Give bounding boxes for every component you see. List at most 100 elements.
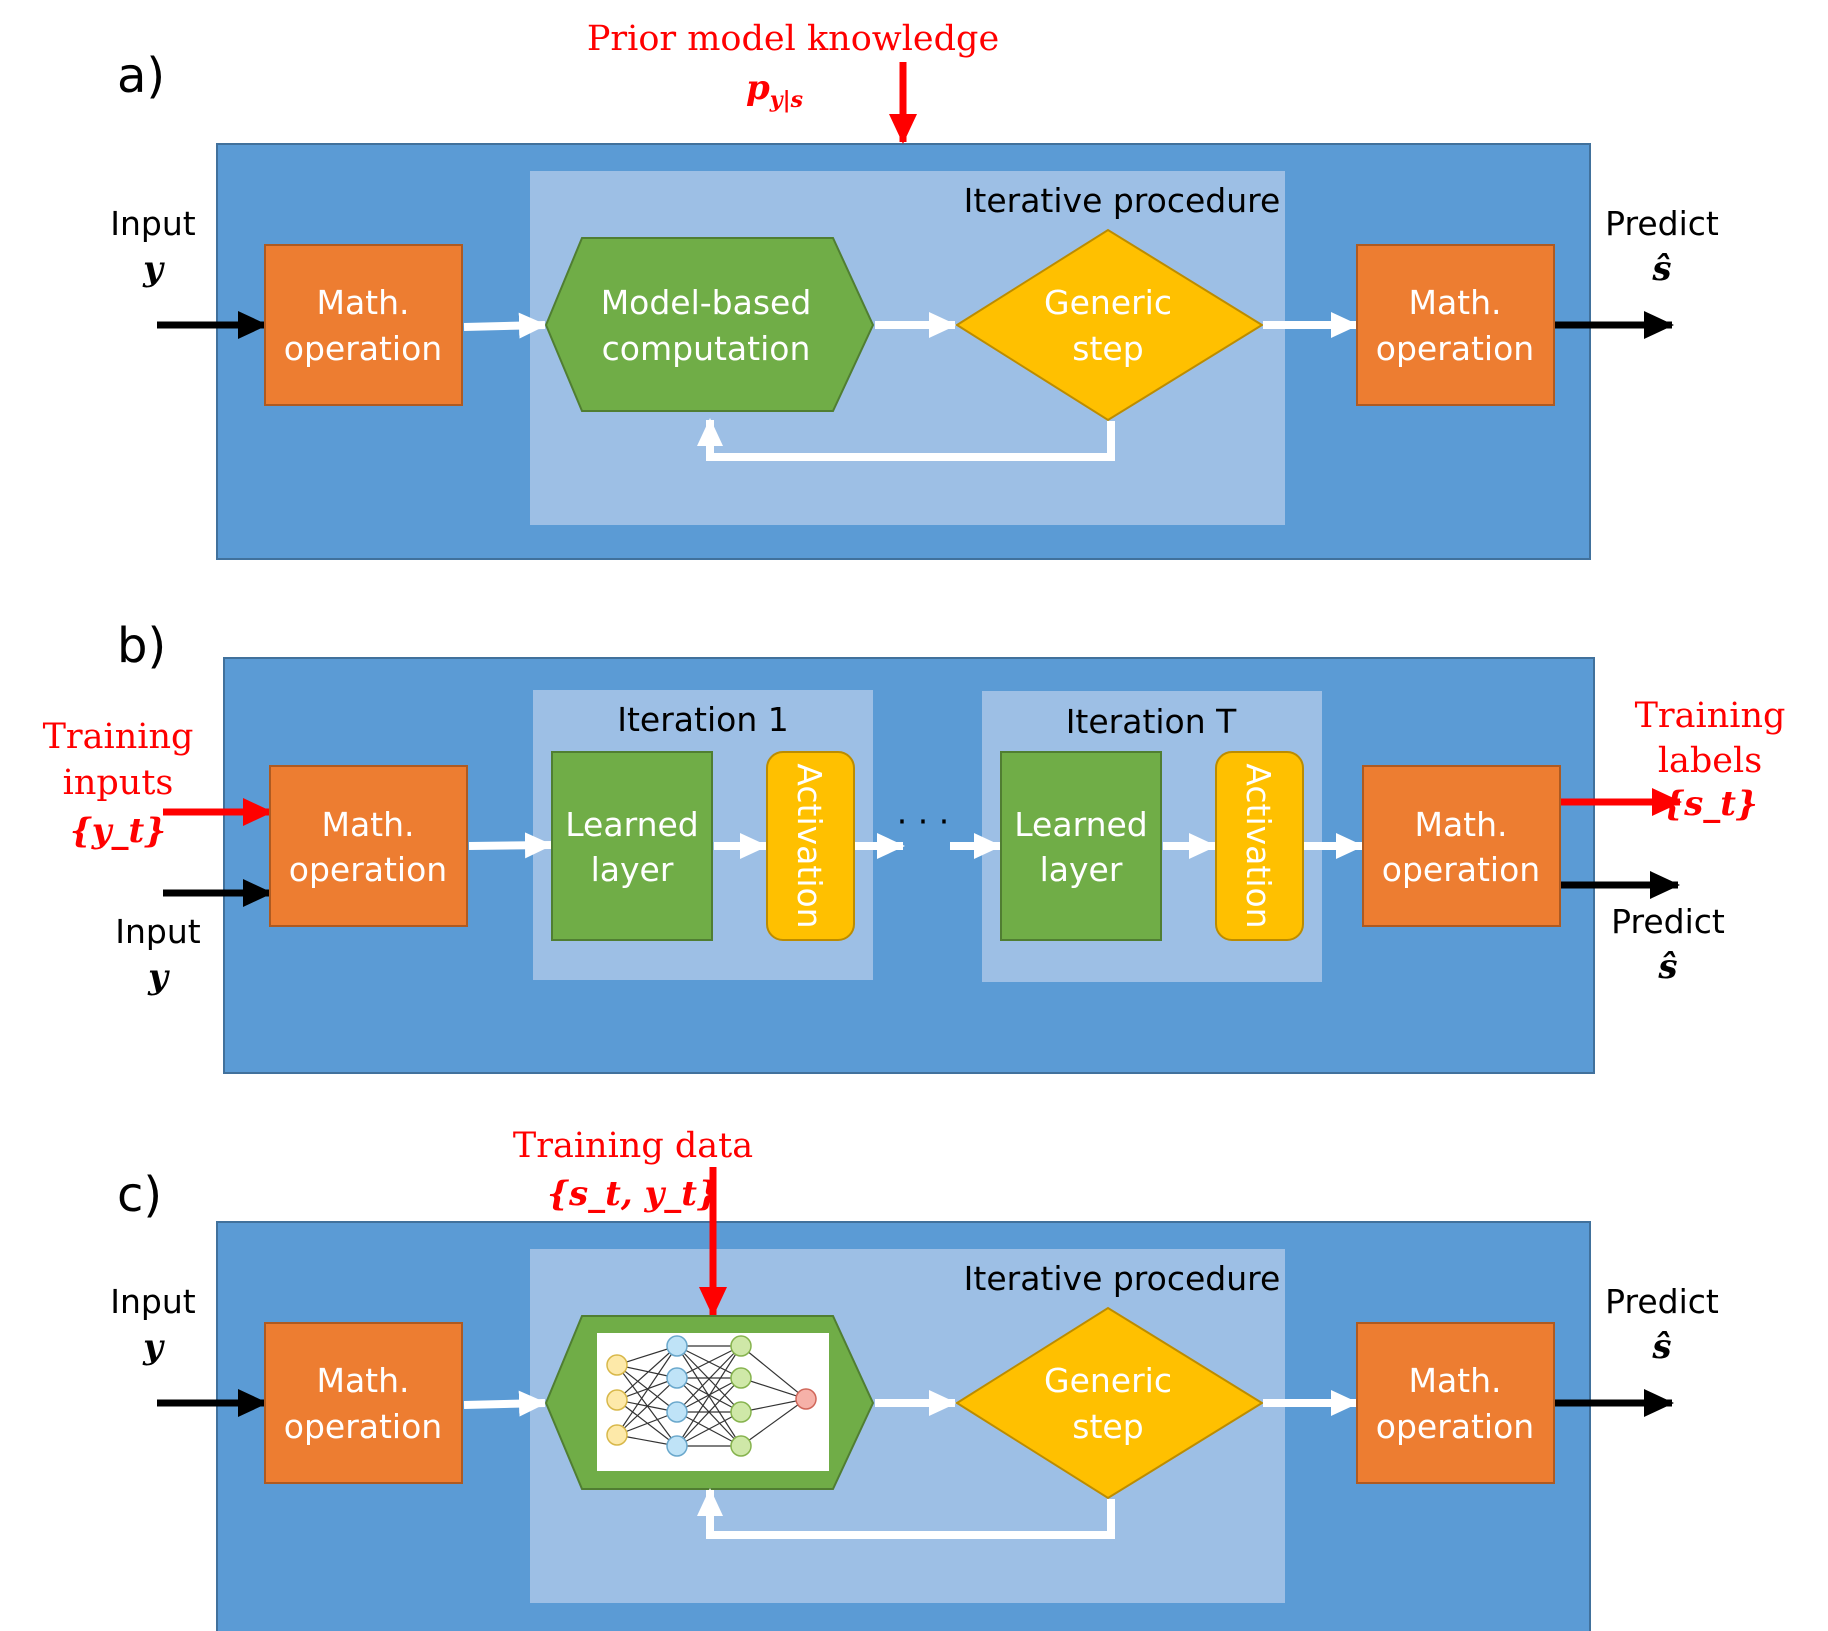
- math-op-line1: Math.: [316, 283, 409, 322]
- activation-box: [1215, 751, 1304, 941]
- feedback-loop-arrow: [697, 418, 1115, 461]
- nn-connection: [676, 1345, 742, 1447]
- math-operation-box: [264, 1322, 463, 1484]
- math-op-line1: Math.: [321, 805, 414, 844]
- panel-a-letter: a): [117, 48, 165, 104]
- predict-symbol: ŝ: [1651, 249, 1671, 289]
- generic-step-diamond: [955, 1306, 1264, 1500]
- nn-connection: [740, 1398, 807, 1413]
- activation-label: Activation: [790, 763, 829, 928]
- math-operation-box: [1356, 1322, 1555, 1484]
- iterative-procedure-label: Iterative procedure: [964, 1259, 1281, 1298]
- nn-node: [795, 1388, 817, 1410]
- learned-layer-box: [551, 751, 713, 941]
- nn-connection: [740, 1377, 807, 1400]
- nn-connection: [616, 1345, 678, 1436]
- math-op-line2: operation: [1382, 850, 1540, 889]
- nn-connection: [616, 1345, 678, 1401]
- training-data-symbol: {s_t, y_t}: [547, 1174, 719, 1214]
- activation-box: [766, 751, 855, 941]
- panel-a: a) Iterative procedure Prior model knowl…: [110, 19, 1719, 560]
- math-operation-box: [264, 244, 463, 406]
- prior-knowledge-label: Prior model knowledge: [587, 19, 999, 59]
- input-symbol: y: [142, 1327, 165, 1367]
- learned-line1: Learned: [1014, 805, 1147, 844]
- iteration-T-label: Iteration T: [1066, 702, 1237, 741]
- math-operation-box: [1362, 765, 1561, 927]
- model-based-line1: Model-based: [601, 283, 812, 322]
- panel-c-letter: c): [117, 1167, 162, 1223]
- training-data-label: Training data: [513, 1126, 753, 1166]
- training-inputs-symbol: {y_t}: [70, 811, 166, 851]
- nn-node: [666, 1435, 688, 1457]
- predict-label: Predict: [1611, 902, 1725, 941]
- input-symbol: y: [147, 957, 170, 997]
- training-labels-symbol: {s_t}: [1662, 784, 1758, 824]
- input-label: Input: [115, 912, 201, 951]
- prior-symbol: py|s: [746, 68, 803, 113]
- learned-line1: Learned: [565, 805, 698, 844]
- ellipsis: · · ·: [897, 802, 949, 841]
- nn-connection: [676, 1411, 742, 1447]
- nn-connection: [616, 1377, 678, 1436]
- training-labels-line1: Training: [1635, 696, 1786, 736]
- nn-node: [666, 1335, 688, 1357]
- nn-node: [666, 1401, 688, 1423]
- nn-connection: [740, 1398, 807, 1447]
- math-op-line1: Math.: [1414, 805, 1507, 844]
- nn-node: [730, 1401, 752, 1423]
- flow-arrow: [468, 832, 553, 859]
- learned-line2: layer: [591, 850, 674, 889]
- math-op-line1: Math.: [316, 1361, 409, 1400]
- nn-node: [606, 1389, 628, 1411]
- flow-arrow: [463, 312, 547, 339]
- nn-node: [730, 1367, 752, 1389]
- generic-line1: Generic: [1044, 1361, 1172, 1400]
- model-based-line2: computation: [602, 329, 811, 368]
- nn-node: [666, 1367, 688, 1389]
- iterative-procedure-label: Iterative procedure: [964, 181, 1281, 220]
- panel-c: c) Iterative procedure Training data {s_…: [110, 1126, 1719, 1631]
- flow-arrow: [463, 1390, 547, 1417]
- generic-step-diamond: [955, 228, 1264, 422]
- nn-connection: [676, 1345, 742, 1413]
- generic-line2: step: [1072, 1407, 1143, 1446]
- input-label: Input: [110, 1282, 196, 1321]
- predict-symbol: ŝ: [1651, 1327, 1671, 1367]
- math-op-line2: operation: [284, 1407, 442, 1446]
- nn-connection: [676, 1345, 742, 1379]
- nn-connection: [676, 1377, 742, 1447]
- math-operation-box: [1356, 244, 1555, 406]
- input-label: Input: [110, 204, 196, 243]
- model-based-hexagon: [544, 237, 875, 412]
- math-op-line1: Math.: [1408, 283, 1501, 322]
- input-symbol: y: [142, 249, 165, 289]
- generic-line2: step: [1072, 329, 1143, 368]
- predict-label: Predict: [1605, 204, 1719, 243]
- activation-label: Activation: [1239, 763, 1278, 928]
- predict-symbol: ŝ: [1657, 947, 1677, 987]
- panel-b: b) Iteration 1 Iteration T Training inpu…: [43, 618, 1786, 1074]
- math-op-line2: operation: [1376, 1407, 1534, 1446]
- math-operation-box: [269, 765, 468, 927]
- nn-node: [730, 1435, 752, 1457]
- predict-label: Predict: [1605, 1282, 1719, 1321]
- math-op-line2: operation: [1376, 329, 1534, 368]
- nn-node: [606, 1424, 628, 1446]
- training-inputs-line1: Training: [43, 717, 194, 757]
- math-op-line2: operation: [289, 850, 447, 889]
- iteration-1-label: Iteration 1: [617, 700, 788, 739]
- learned-line2: layer: [1040, 850, 1123, 889]
- nn-connection: [740, 1345, 807, 1400]
- training-inputs-line2: inputs: [63, 763, 174, 803]
- nn-node: [606, 1354, 628, 1376]
- panel-b-letter: b): [117, 618, 166, 674]
- generic-line1: Generic: [1044, 283, 1172, 322]
- neural-network-icon: [606, 1335, 817, 1457]
- learned-layer-box: [1000, 751, 1162, 941]
- math-op-line1: Math.: [1408, 1361, 1501, 1400]
- math-op-line2: operation: [284, 329, 442, 368]
- feedback-loop-arrow: [697, 1488, 1115, 1539]
- nn-node: [730, 1335, 752, 1357]
